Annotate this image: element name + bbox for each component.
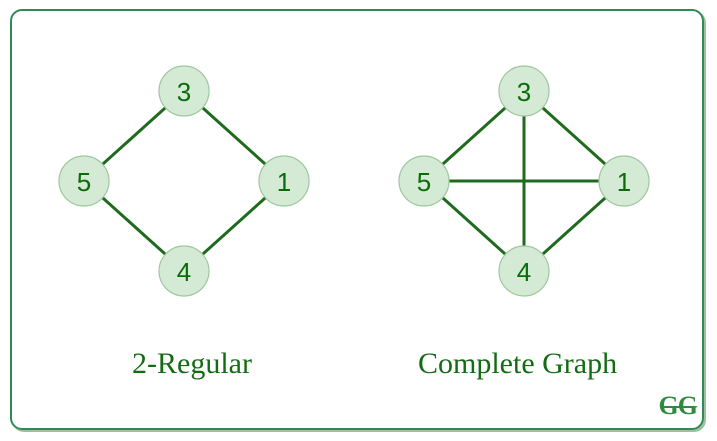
geeksforgeeks-logo-icon: GG bbox=[658, 391, 698, 421]
node-label: 4 bbox=[177, 257, 191, 287]
node-circle bbox=[498, 65, 550, 117]
node-label: 3 bbox=[177, 77, 191, 107]
node-label: 3 bbox=[517, 77, 531, 107]
node-1: 1 bbox=[258, 155, 310, 207]
node-circle bbox=[598, 155, 650, 207]
node-circle bbox=[398, 155, 450, 207]
diagram-frame bbox=[10, 9, 704, 430]
node-1: 1 bbox=[598, 155, 650, 207]
node-5: 5 bbox=[58, 155, 110, 207]
logo-text: GG bbox=[658, 391, 698, 420]
node-label: 1 bbox=[277, 167, 291, 197]
node-label: 5 bbox=[417, 167, 431, 197]
node-label: 4 bbox=[517, 257, 531, 287]
graph-2-regular: 3 5 1 4 bbox=[58, 65, 310, 297]
node-4: 4 bbox=[498, 245, 550, 297]
node-circle bbox=[158, 65, 210, 117]
node-circle bbox=[158, 245, 210, 297]
node-label: 1 bbox=[617, 167, 631, 197]
caption-2-regular: 2-Regular bbox=[132, 347, 252, 380]
node-3: 3 bbox=[498, 65, 550, 117]
node-circle bbox=[58, 155, 110, 207]
node-label: 5 bbox=[77, 167, 91, 197]
node-3: 3 bbox=[158, 65, 210, 117]
node-circle bbox=[498, 245, 550, 297]
graph-complete: 3 5 1 4 bbox=[398, 65, 650, 297]
caption-complete-graph: Complete Graph bbox=[418, 347, 618, 380]
node-circle bbox=[258, 155, 310, 207]
node-4: 4 bbox=[158, 245, 210, 297]
node-5: 5 bbox=[398, 155, 450, 207]
